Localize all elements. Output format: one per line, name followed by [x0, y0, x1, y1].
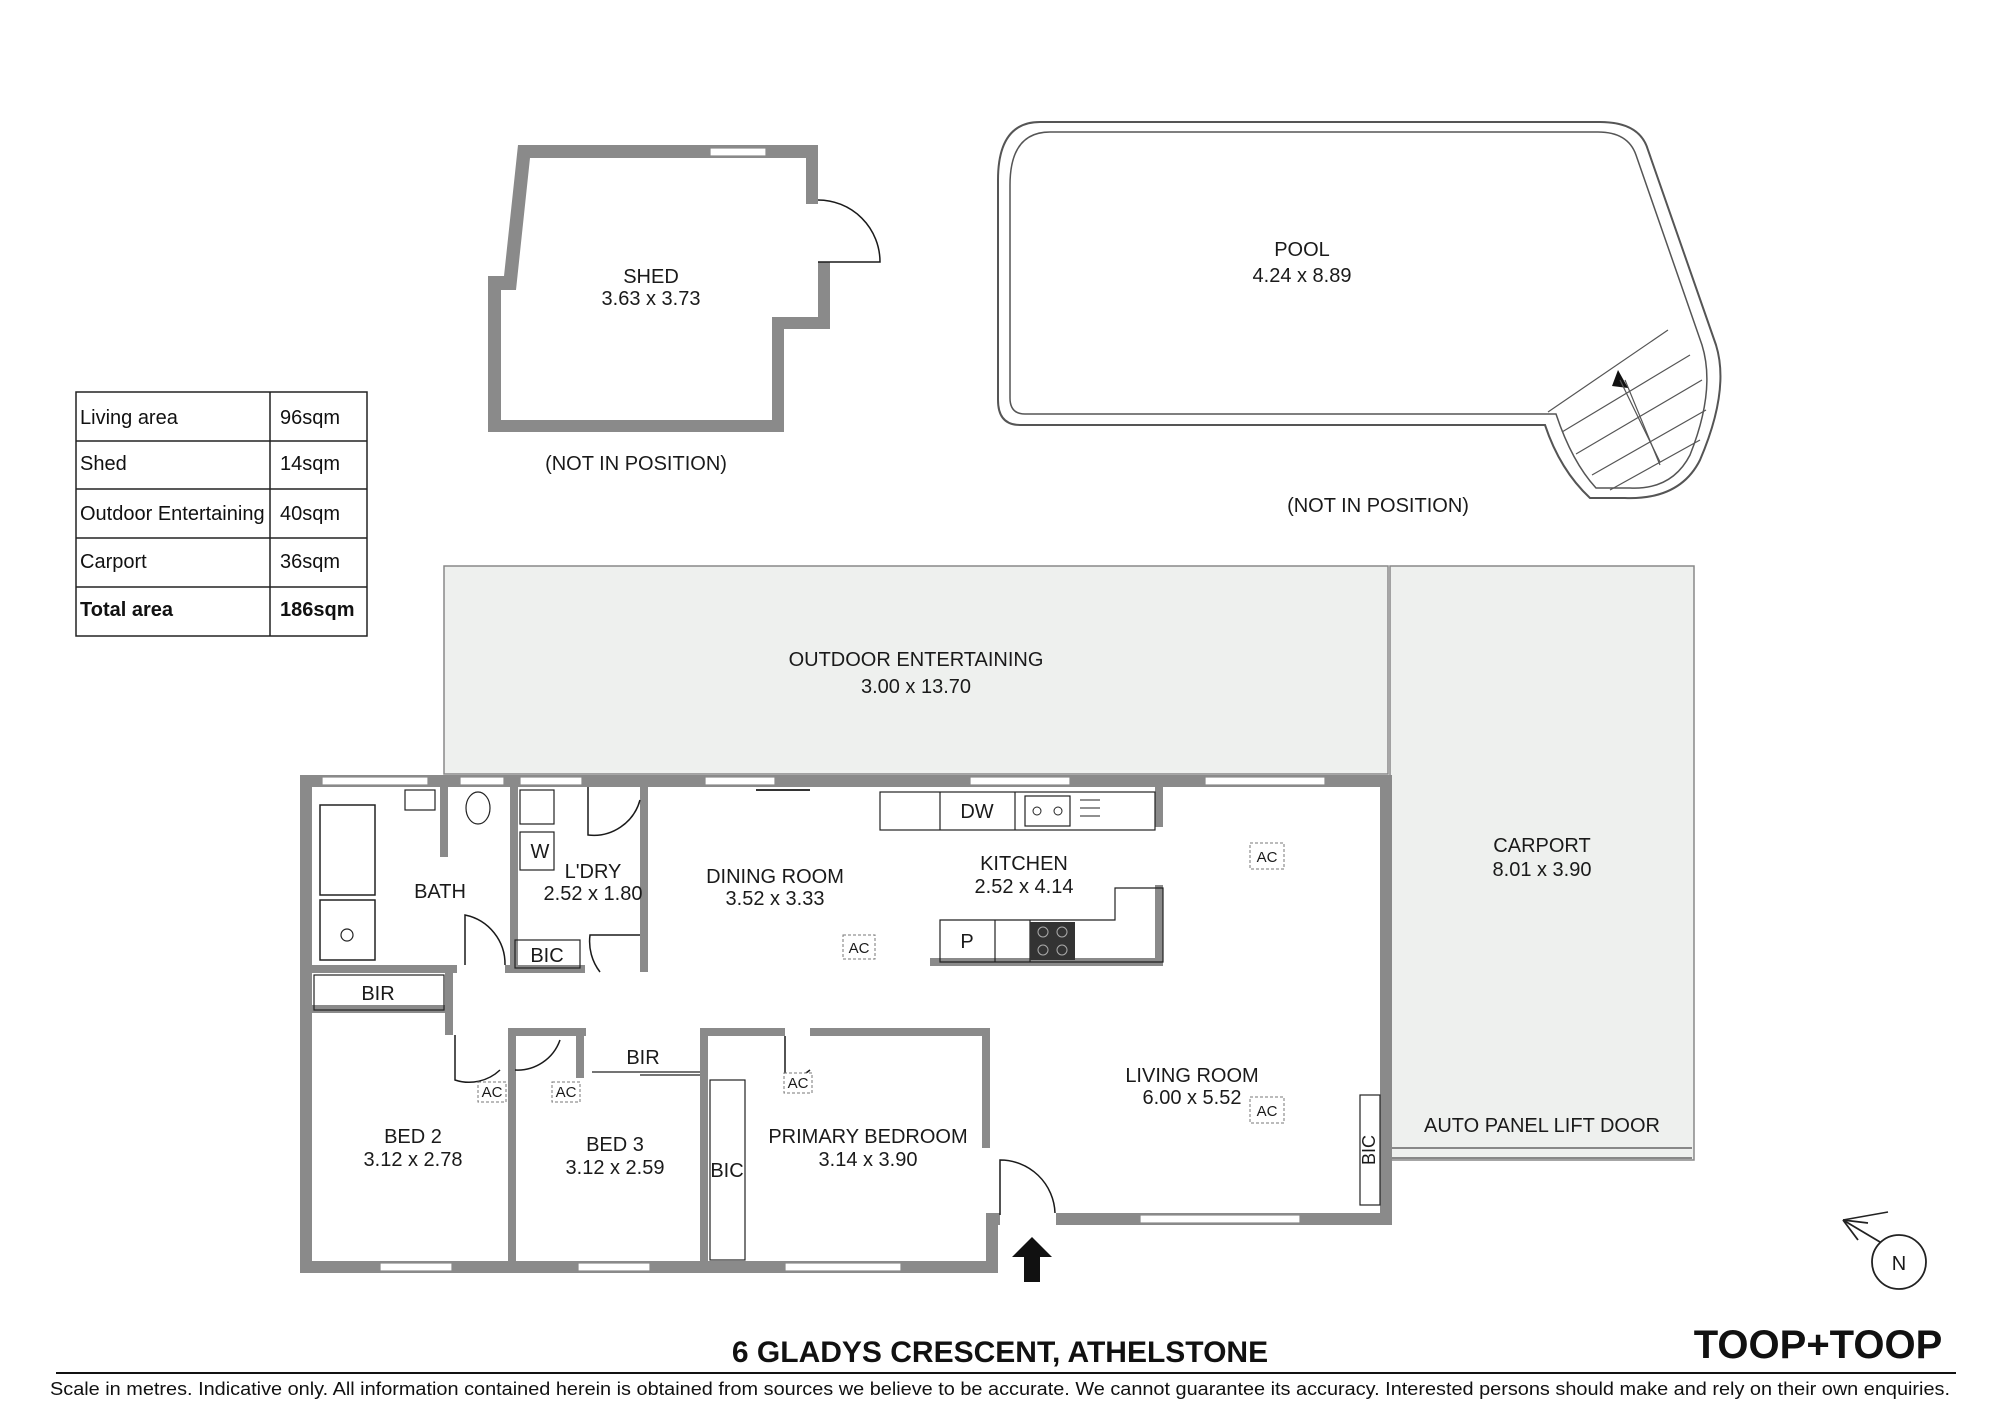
kitchen-dims: 2.52 x 4.14 [975, 876, 1074, 898]
shed-door [817, 199, 881, 263]
laundry-bic: BIC [530, 945, 563, 967]
carport-door-label: AUTO PANEL LIFT DOOR [1424, 1115, 1660, 1137]
svg-text:AC: AC [788, 1075, 809, 1092]
outdoor-entertaining-area: OUTDOOR ENTERTAINING 3.00 x 13.70 [443, 565, 1389, 775]
pool-name: POOL [1274, 239, 1330, 261]
primary-name: PRIMARY BEDROOM [768, 1126, 967, 1148]
pool-dims: 4.24 x 8.89 [1253, 265, 1352, 287]
brand-logo: TOOP+TOOP [1694, 1323, 1943, 1367]
table-value-carport: 36sqm [280, 551, 340, 573]
bed3-name: BED 3 [586, 1134, 644, 1156]
table-value-outdoor: 40sqm [280, 503, 340, 525]
table-value-shed: 14sqm [280, 453, 340, 475]
laundry-name: L'DRY [565, 861, 622, 883]
table-label-living: Living area [80, 407, 179, 429]
svg-text:AC: AC [482, 1084, 503, 1101]
table-label-carport: Carport [80, 551, 147, 573]
carport-name: CARPORT [1493, 835, 1590, 857]
compass-label: N [1892, 1253, 1906, 1275]
table-label-outdoor: Outdoor Entertaining [80, 503, 265, 525]
dining-name: DINING ROOM [706, 866, 844, 888]
carport-area: CARPORT 8.01 x 3.90 AUTO PANEL LIFT DOOR [1389, 565, 1695, 1161]
primary-dims: 3.14 x 3.90 [819, 1149, 918, 1171]
laundry-dims: 2.52 x 1.80 [544, 883, 643, 905]
svg-text:AC: AC [1257, 849, 1278, 866]
ac-dining: AC [842, 934, 876, 960]
pool-step-arrow-icon [1612, 370, 1628, 388]
ac-bed2: AC [477, 1081, 507, 1103]
dining-dims: 3.52 x 3.33 [726, 888, 825, 910]
table-label-shed: Shed [80, 453, 127, 475]
outdoor-name: OUTDOOR ENTERTAINING [789, 649, 1044, 671]
bath-name: BATH [414, 881, 466, 903]
pool-plan: POOL 4.24 x 8.89 (NOT IN POSITION) [997, 121, 1722, 517]
bed2-dims: 3.12 x 2.78 [364, 1149, 463, 1171]
bed3-bir: BIR [626, 1047, 659, 1069]
property-address: 6 GLADYS CRESCENT, ATHELSTONE [732, 1336, 1268, 1369]
kitchen-p: P [960, 931, 973, 953]
ac-living: AC [1249, 1096, 1285, 1124]
table-label-total: Total area [80, 599, 174, 621]
entry-arrow-icon [1012, 1237, 1052, 1282]
living-bic: BIC [1359, 1135, 1379, 1165]
primary-bic: BIC [710, 1160, 743, 1182]
shed-plan: SHED 3.63 x 3.73 (NOT IN POSITION) [488, 145, 881, 475]
ac-bed3: AC [551, 1081, 581, 1103]
north-compass-icon: N [1842, 1211, 1927, 1290]
shed-dims: 3.63 x 3.73 [602, 288, 701, 310]
svg-text:AC: AC [556, 1084, 577, 1101]
ac-primary: AC [783, 1072, 813, 1094]
shed-note: (NOT IN POSITION) [545, 453, 727, 475]
svg-text:AC: AC [1257, 1103, 1278, 1120]
svg-text:AC: AC [849, 940, 870, 957]
laundry-w: W [531, 841, 550, 863]
bed2-bir: BIR [361, 983, 394, 1005]
outdoor-dims: 3.00 x 13.70 [861, 676, 971, 698]
area-table: Living area 96sqm Shed 14sqm Outdoor Ent… [75, 391, 368, 637]
living-name: LIVING ROOM [1125, 1065, 1258, 1087]
pool-note: (NOT IN POSITION) [1287, 495, 1469, 517]
table-value-living: 96sqm [280, 407, 340, 429]
bed3-dims: 3.12 x 2.59 [566, 1157, 665, 1179]
house-plan: BATH W L'DRY 2.52 x 1.80 BIC DINING ROOM… [300, 775, 1392, 1282]
kitchen-name: KITCHEN [980, 853, 1068, 875]
kitchen-dw: DW [960, 801, 993, 823]
carport-dims: 8.01 x 3.90 [1493, 859, 1592, 881]
table-value-total: 186sqm [280, 599, 355, 621]
shed-name: SHED [623, 266, 679, 288]
disclaimer: Scale in metres. Indicative only. All in… [50, 1379, 1950, 1399]
living-dims: 6.00 x 5.52 [1143, 1087, 1242, 1109]
ac-living-top: AC [1249, 842, 1285, 870]
bed2-name: BED 2 [384, 1126, 442, 1148]
